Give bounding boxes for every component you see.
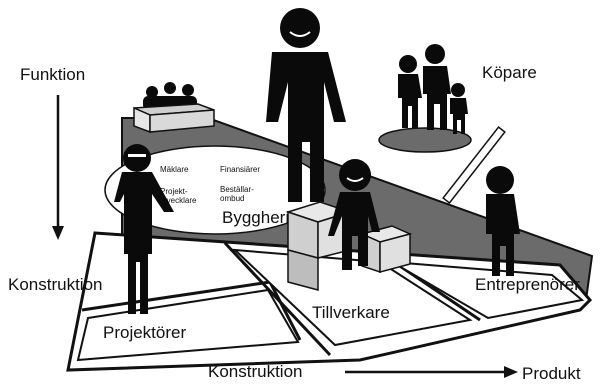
person-body [266, 52, 346, 202]
box-side [149, 109, 215, 133]
arrow-right-icon [504, 366, 518, 378]
person-body [450, 98, 468, 134]
tillverkare-figure [328, 159, 380, 270]
smile-icon [346, 177, 364, 182]
projektor-figure [114, 144, 174, 314]
person-head [182, 84, 194, 96]
projektutvecklare-label-2: utvecklare [160, 196, 197, 205]
box-side [379, 233, 411, 273]
smile-icon [289, 31, 311, 37]
person-body [114, 172, 174, 314]
grid-line [268, 281, 302, 341]
tillverkare-label: Tillverkare [312, 303, 390, 322]
person-body [486, 194, 520, 276]
projektutvecklare-label-1: Projekt- [160, 187, 188, 196]
glasses-icon [128, 154, 146, 157]
person-body [423, 66, 451, 130]
byggherre-label: Byggherre [222, 208, 300, 227]
byggherre-members: Mäklare Finansiärer Projekt- utvecklare … [160, 165, 260, 205]
kopare-label: Köpare [482, 63, 537, 82]
person-head [123, 144, 151, 172]
kopare-group: Köpare [378, 44, 537, 153]
person-body [398, 74, 422, 128]
entreprenor-figure [442, 126, 520, 276]
audience-box [133, 82, 215, 134]
arrow-down-icon [52, 226, 64, 240]
projektorer-label: Projektörer [103, 323, 186, 342]
ruler-icon [442, 126, 506, 204]
byggherre-area [104, 145, 326, 235]
vertical-axis: Funktion Konstruktion [8, 65, 103, 294]
bestallarombud-label-1: Beställar- [220, 185, 254, 194]
konstruktion-horizontal-label: Konstruktion [208, 362, 303, 381]
person-head [399, 55, 417, 73]
funktion-label: Funktion [20, 65, 85, 84]
finansiarer-label: Finansiärer [220, 165, 260, 174]
bestallarombud-label-2: ombud [220, 194, 244, 203]
box-front [287, 249, 319, 291]
konstruktion-vertical-label: Konstruktion [8, 275, 103, 294]
horizontal-axis: Konstruktion Produkt [208, 362, 581, 383]
person-head [280, 8, 320, 48]
person-head [164, 82, 176, 94]
entreprenorer-label: Entreprenörer [475, 275, 580, 294]
projektorer-cell [76, 288, 300, 362]
person-head [146, 86, 158, 98]
kopare-platform [378, 127, 472, 153]
grid-line [81, 280, 271, 312]
person-head [451, 83, 465, 97]
maklare-label: Mäklare [160, 165, 189, 174]
byggherre-figure [266, 8, 346, 202]
person-head [486, 166, 514, 194]
person-head [339, 159, 371, 191]
person-head [425, 44, 445, 64]
person-body [328, 192, 380, 270]
produkt-label: Produkt [522, 364, 581, 383]
